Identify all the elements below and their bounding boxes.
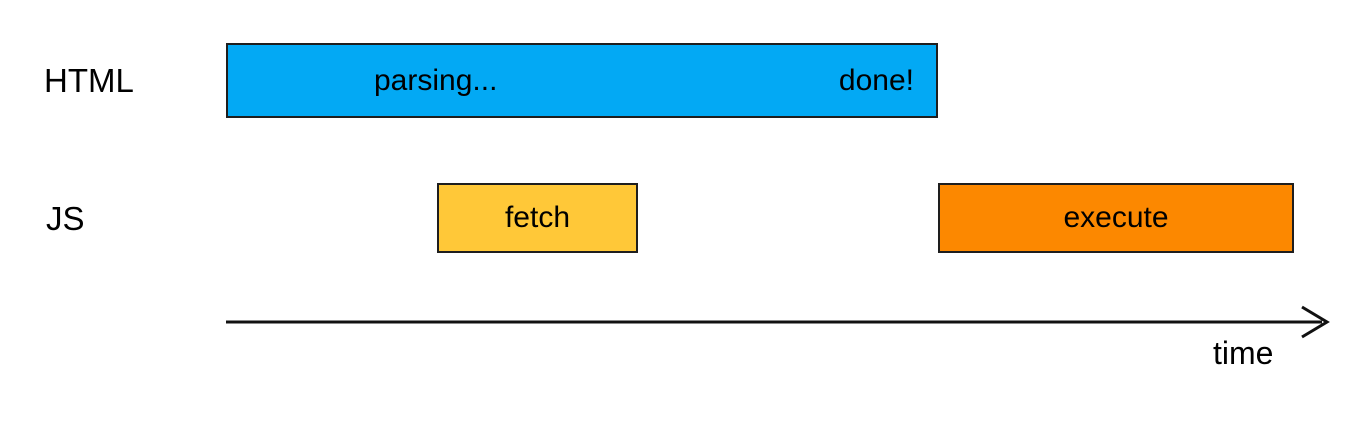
- done-label: done!: [838, 63, 914, 97]
- html-parsing-bar: parsing... done!: [226, 43, 938, 118]
- parsing-label: parsing...: [374, 63, 498, 97]
- row-label-js: JS: [46, 199, 85, 237]
- execute-label: execute: [1063, 201, 1169, 234]
- js-fetch-bar: fetch: [437, 183, 638, 253]
- row-label-html: HTML: [44, 62, 134, 99]
- fetch-label: fetch: [504, 201, 571, 234]
- time-axis: [226, 305, 1330, 339]
- js-execute-bar: execute: [938, 183, 1294, 253]
- time-axis-label: time: [1213, 335, 1274, 371]
- arrowhead-icon: [1301, 305, 1330, 339]
